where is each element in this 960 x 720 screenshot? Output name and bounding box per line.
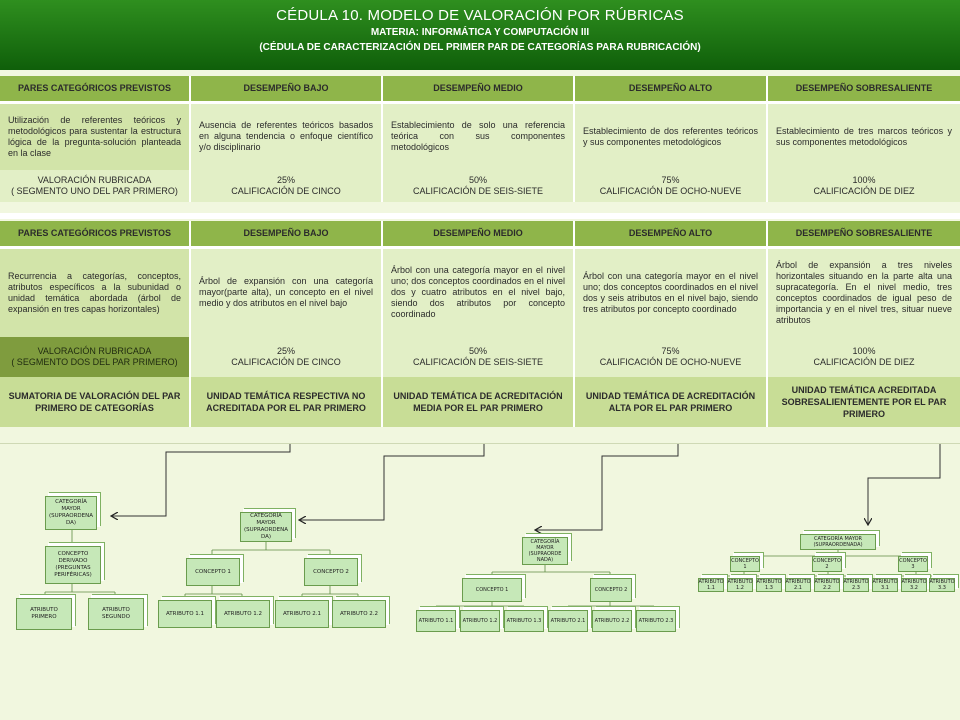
valuation-row: VALORACIÓN RUBRICADA( SEGMENTO DOS DEL P…	[0, 337, 960, 377]
tree4-category-node: CATEGORÍA MAYOR (SUPRAORDENADA)	[800, 534, 876, 550]
page-subject: MATERIA: INFORMÁTICA Y COMPUTACIÓN III	[370, 27, 590, 38]
tree4-attribute-node: ATRIBUTO 1.3	[756, 578, 782, 592]
valuation-label: VALORACIÓN RUBRICADA( SEGMENTO UNO DEL P…	[0, 170, 191, 202]
tree3-attribute-node: ATRIBUTO 1.3	[504, 610, 544, 632]
descriptor-cell: Árbol con una categoría mayor en el nive…	[574, 247, 768, 337]
summary-row: SUMATORIA DE VALORACIÓN DEL PAR PRIMERO …	[0, 377, 960, 427]
tree2-attribute-node: ATRIBUTO 2.1	[275, 600, 329, 628]
page-subtitle: (CÉDULA DE CARACTERIZACIÓN DEL PRIMER PA…	[259, 42, 701, 53]
tree2-concept-node: CONCEPTO 1	[186, 558, 240, 586]
tree3-concept-node: CONCEPTO 2	[590, 578, 632, 602]
column-header: DESEMPEÑO BAJO	[190, 76, 383, 104]
valuation-cell: 50%CALIFICACIÓN DE SEIS-SIETE	[382, 337, 575, 377]
valuation-row: VALORACIÓN RUBRICADA( SEGMENTO UNO DEL P…	[0, 170, 960, 202]
column-header: DESEMPEÑO MEDIO	[382, 221, 575, 249]
table-header-row: PARES CATEGÓRICOS PREVISTOS DESEMPEÑO BA…	[0, 76, 960, 104]
table-row: Utilización de referentes teóricos y met…	[0, 102, 960, 170]
descriptor-cell: Árbol de expansión con una categoría may…	[190, 247, 383, 337]
descriptor-cell: Ausencia de referentes teóricos basados …	[190, 102, 383, 170]
descriptor-cell: Establecimiento de dos referentes teóric…	[574, 102, 768, 170]
tree3-category-node: CATEGORÍA MAYOR (SUPRAORDE NADA)	[522, 537, 568, 565]
tree3-attribute-node: ATRIBUTO 1.1	[416, 610, 456, 632]
tree4-concept-node: CONCEPTO 1	[730, 556, 760, 572]
valuation-cell: 25%CALIFICACIÓN DE CINCO	[190, 170, 383, 202]
criterion-cell: Utilización de referentes teóricos y met…	[0, 102, 191, 170]
valuation-cell: 75%CALIFICACIÓN DE OCHO-NUEVE	[574, 170, 768, 202]
tree4-attribute-node: ATRIBUTO 3.3	[929, 578, 955, 592]
tree4-attribute-node: ATRIBUTO 2.2	[814, 578, 840, 592]
tree1-concept-node: CONCEPTO DERIVADO (PREGUNTAS PERIFÉRICAS…	[45, 546, 101, 584]
table-header-row: PARES CATEGÓRICOS PREVISTOS DESEMPEÑO BA…	[0, 221, 960, 249]
column-header: PARES CATEGÓRICOS PREVISTOS	[0, 76, 191, 104]
valuation-cell: 100%CALIFICACIÓN DE DIEZ	[767, 170, 960, 202]
summary-cell: UNIDAD TEMÁTICA DE ACREDITACIÓN MEDIA PO…	[382, 377, 575, 427]
valuation-cell: 75%CALIFICACIÓN DE OCHO-NUEVE	[574, 337, 768, 377]
column-header: DESEMPEÑO ALTO	[574, 221, 768, 249]
tree3-attribute-node: ATRIBUTO 2.2	[592, 610, 632, 632]
column-header: DESEMPEÑO SOBRESALIENTE	[767, 76, 960, 104]
valuation-cell: 100%CALIFICACIÓN DE DIEZ	[767, 337, 960, 377]
tree2-concept-node: CONCEPTO 2	[304, 558, 358, 586]
page-title: CÉDULA 10. MODELO DE VALORACIÓN POR RÚBR…	[276, 7, 684, 24]
tree3-attribute-node: ATRIBUTO 1.2	[460, 610, 500, 632]
table-row: Recurrencia a categorías, conceptos, atr…	[0, 247, 960, 337]
rubric-table-1: PARES CATEGÓRICOS PREVISTOS DESEMPEÑO BA…	[0, 76, 960, 202]
column-header: DESEMPEÑO BAJO	[190, 221, 383, 249]
tree4-attribute-node: ATRIBUTO 3.2	[901, 578, 927, 592]
column-header: DESEMPEÑO SOBRESALIENTE	[767, 221, 960, 249]
summary-cell: UNIDAD TEMÁTICA RESPECTIVA NO ACREDITADA…	[190, 377, 383, 427]
summary-label: SUMATORIA DE VALORACIÓN DEL PAR PRIMERO …	[0, 377, 191, 427]
tree4-attribute-node: ATRIBUTO 1.1	[698, 578, 724, 592]
column-header: PARES CATEGÓRICOS PREVISTOS	[0, 221, 191, 249]
rubric-table-2: PARES CATEGÓRICOS PREVISTOS DESEMPEÑO BA…	[0, 221, 960, 427]
tree2-attribute-node: ATRIBUTO 1.1	[158, 600, 212, 628]
descriptor-cell: Árbol de expansión a tres niveles horizo…	[767, 247, 960, 337]
tree4-concept-node: CONCEPTO 3	[898, 556, 928, 572]
descriptor-cell: Árbol con una categoría mayor en el nive…	[382, 247, 575, 337]
tree4-attribute-node: ATRIBUTO 3.1	[872, 578, 898, 592]
summary-cell: UNIDAD TEMÁTICA ACREDITADA SOBRESALIENTE…	[767, 377, 960, 427]
tree3-attribute-node: ATRIBUTO 2.3	[636, 610, 676, 632]
tree2-attribute-node: ATRIBUTO 1.2	[216, 600, 270, 628]
tree1-attribute-node: ATRIBUTO PRIMERO	[16, 598, 72, 630]
tree3-attribute-node: ATRIBUTO 2.1	[548, 610, 588, 632]
column-header: DESEMPEÑO ALTO	[574, 76, 768, 104]
table-separator	[0, 213, 960, 219]
descriptor-cell: Establecimiento de tres marcos teóricos …	[767, 102, 960, 170]
valuation-label: VALORACIÓN RUBRICADA( SEGMENTO DOS DEL P…	[0, 337, 191, 377]
tree1-category-node: CATEGORÍA MAYOR (SUPRAORDENA DA)	[45, 496, 97, 530]
valuation-cell: 25%CALIFICACIÓN DE CINCO	[190, 337, 383, 377]
tree3-concept-node: CONCEPTO 1	[462, 578, 522, 602]
tree4-attribute-node: ATRIBUTO 2.3	[843, 578, 869, 592]
summary-cell: UNIDAD TEMÁTICA DE ACREDITACIÓN ALTA POR…	[574, 377, 768, 427]
tree4-concept-node: CONCEPTO 2	[812, 556, 842, 572]
tree2-category-node: CATEGORÍA MAYOR (SUPRAORDENA DA)	[240, 512, 292, 542]
page-header: CÉDULA 10. MODELO DE VALORACIÓN POR RÚBR…	[0, 0, 960, 70]
tree1-attribute-node: ATRIBUTO SEGUNDO	[88, 598, 144, 630]
tree4-attribute-node: ATRIBUTO 1.2	[727, 578, 753, 592]
valuation-cell: 50%CALIFICACIÓN DE SEIS-SIETE	[382, 170, 575, 202]
criterion-cell: Recurrencia a categorías, conceptos, atr…	[0, 247, 191, 337]
column-header: DESEMPEÑO MEDIO	[382, 76, 575, 104]
tree2-attribute-node: ATRIBUTO 2.2	[332, 600, 386, 628]
tree4-attribute-node: ATRIBUTO 2.1	[785, 578, 811, 592]
descriptor-cell: Establecimiento de solo una referencia t…	[382, 102, 575, 170]
